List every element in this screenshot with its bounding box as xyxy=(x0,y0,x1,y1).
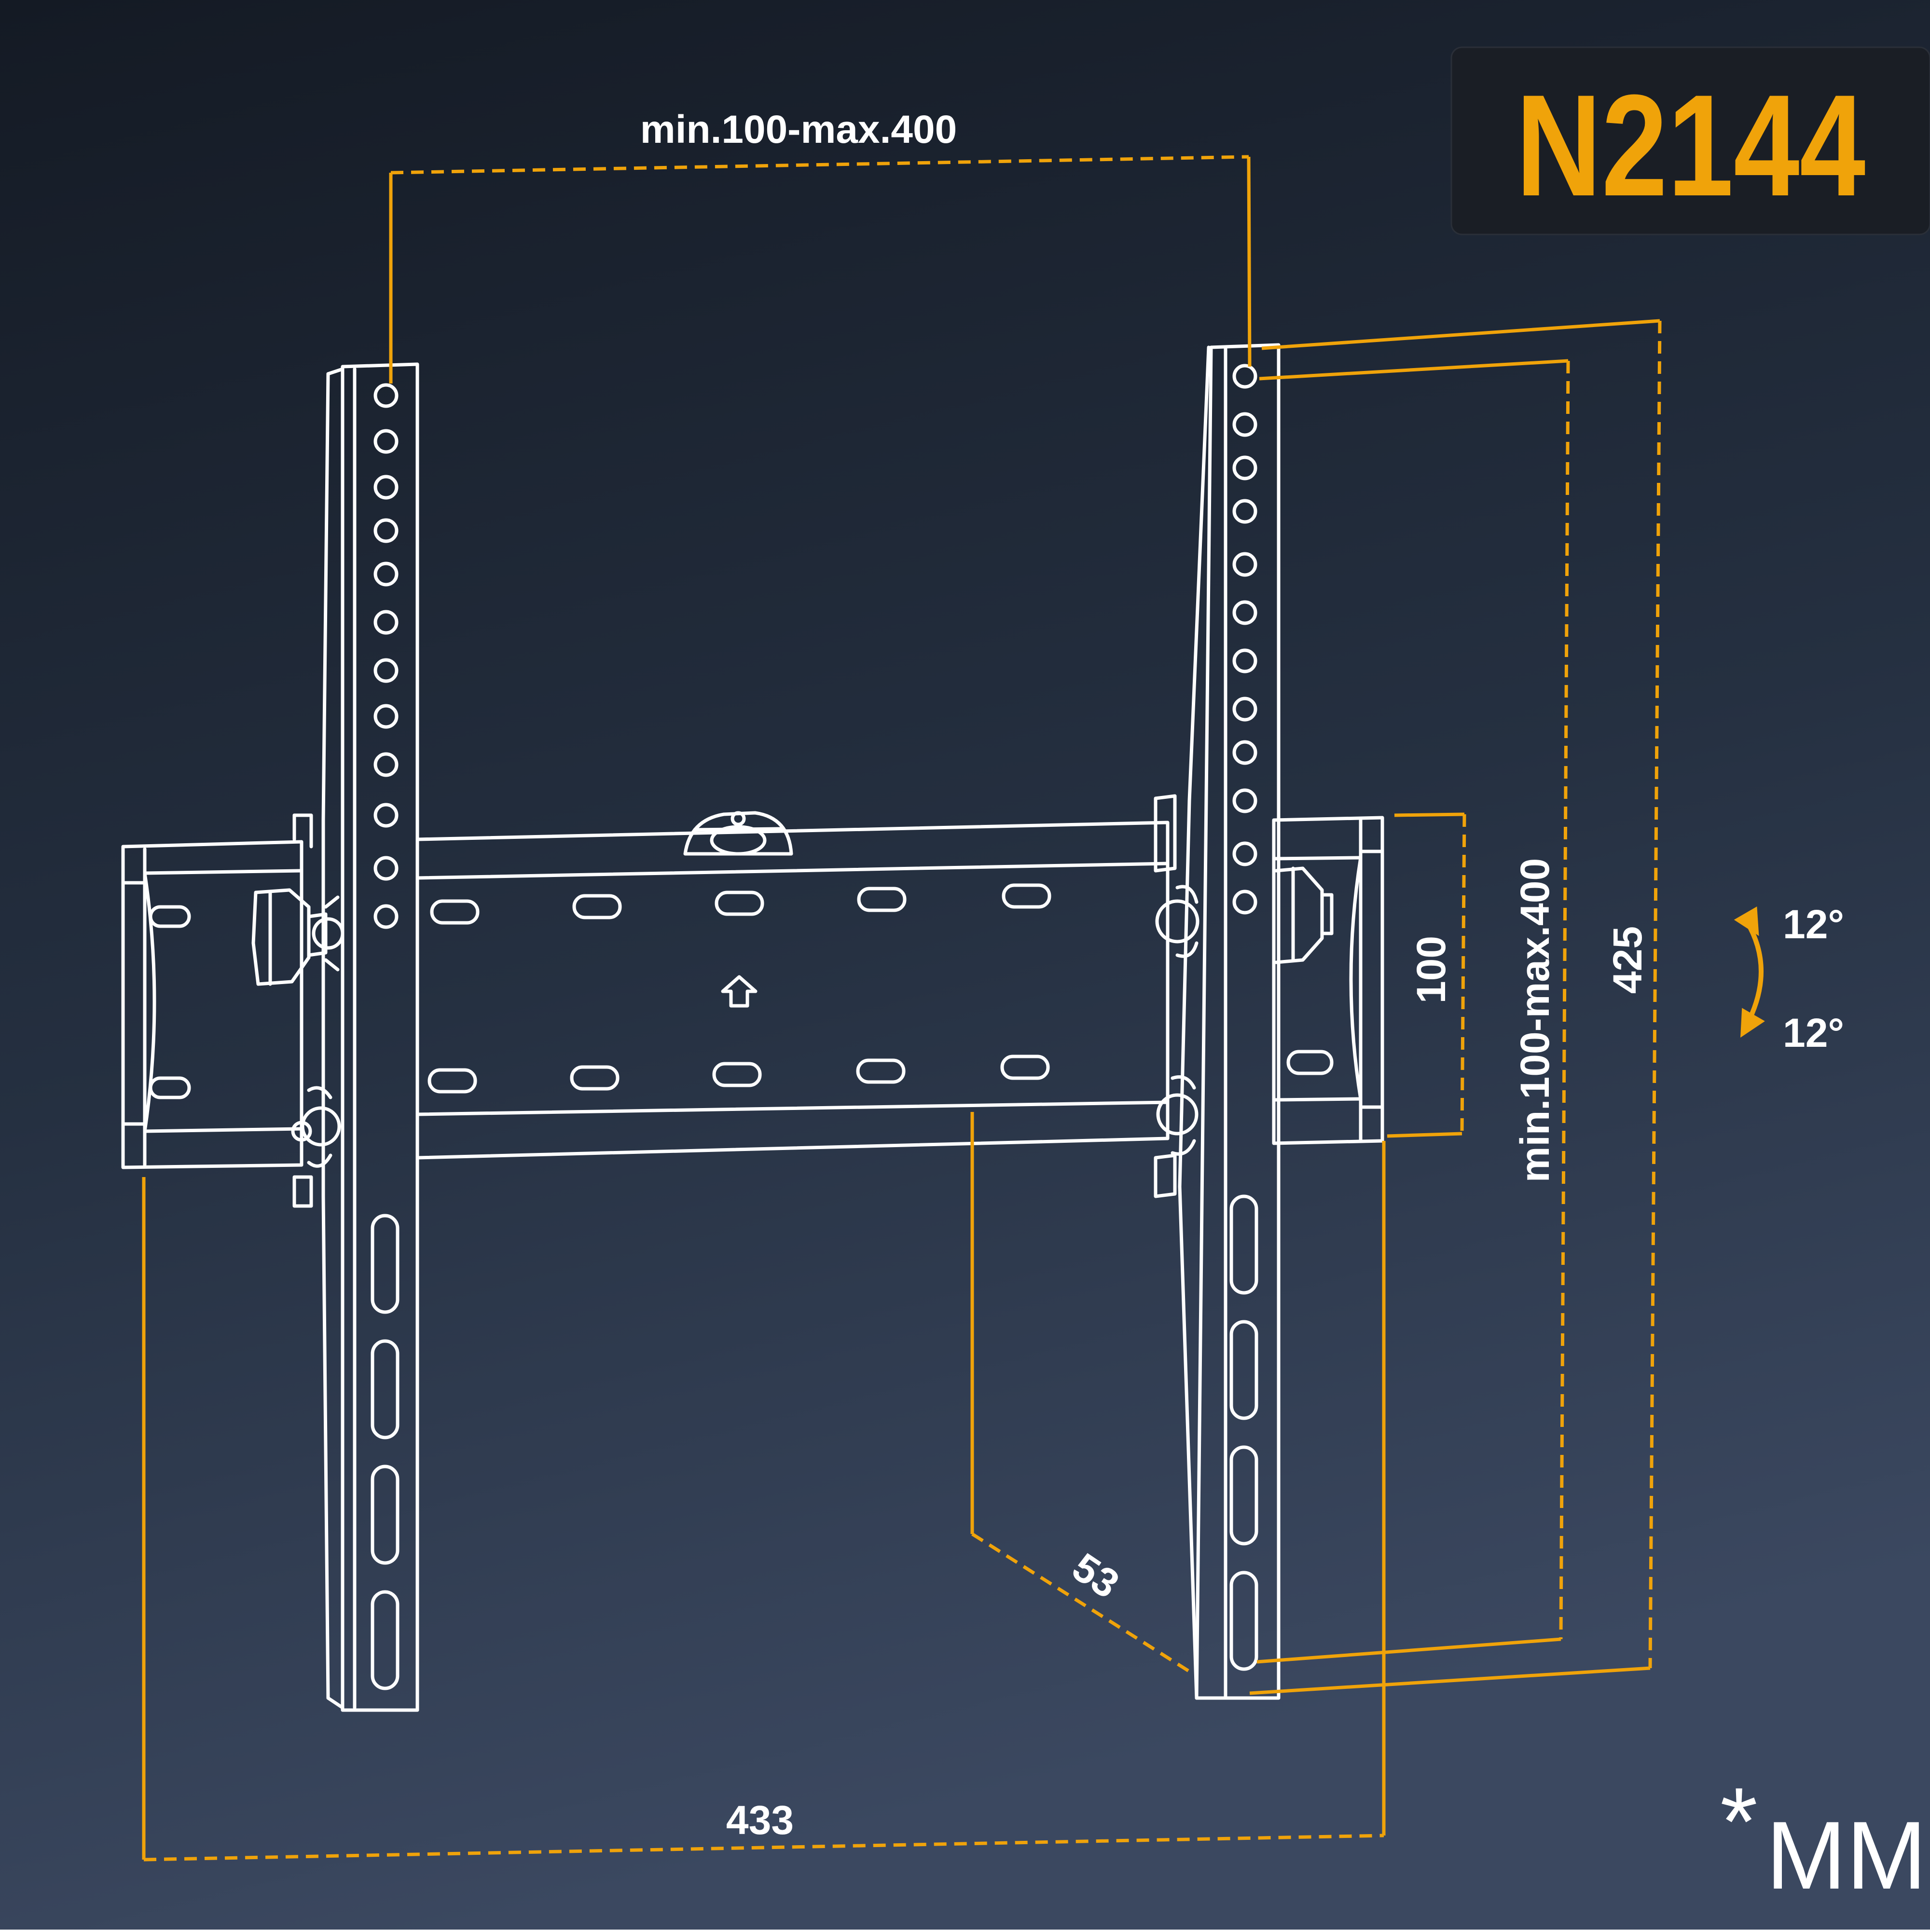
height-label: 425 xyxy=(1605,926,1650,994)
tilt-arc xyxy=(1744,920,1764,1027)
tilt-up-arrow-icon xyxy=(1734,906,1759,936)
rail-slots-bottom xyxy=(427,1055,1050,1094)
spacing-extension-bottom xyxy=(1387,1132,1462,1138)
top-vesa-extension-right xyxy=(1247,156,1252,367)
width-label: 433 xyxy=(726,1797,794,1843)
right-vertical-bracket xyxy=(1154,343,1281,1700)
unit-prefix: * xyxy=(1720,1768,1758,1876)
spacing-extension-top xyxy=(1394,812,1465,817)
unit-label: * MM xyxy=(1720,1768,1927,1909)
lock-handle xyxy=(683,811,793,856)
model-code: N2144 xyxy=(1516,65,1866,227)
left-tilt-knob xyxy=(251,888,345,986)
depth-dimension-line xyxy=(971,1533,1193,1674)
width-dimension-line xyxy=(143,1834,1384,1862)
right-upper-knob xyxy=(1155,866,1334,964)
height-extension-top xyxy=(1261,319,1660,350)
dimension-labels: min.100-max.400 min.100-max.400 425 100 … xyxy=(640,108,1844,1843)
height-extension-bottom xyxy=(1249,1666,1651,1695)
unit-text: MM xyxy=(1766,1802,1927,1909)
vesa-height-dimension-line xyxy=(1559,360,1570,1640)
left-wall-plate xyxy=(121,840,303,1169)
right-vesa-label: min.100-max.400 xyxy=(1512,858,1558,1182)
spacing-label: 100 xyxy=(1408,936,1454,1003)
spacing-dimension-line xyxy=(1460,814,1466,1134)
tilt-down-label: 12° xyxy=(1783,1010,1844,1055)
right-lower-bolt xyxy=(1156,1075,1199,1156)
left-lower-bolt xyxy=(291,1086,341,1168)
height-dimension-line xyxy=(1648,320,1662,1669)
dimension-lines xyxy=(142,155,1764,1862)
tilt-down-arrow-icon xyxy=(1740,1008,1765,1038)
model-badge: N2144 xyxy=(1450,46,1930,235)
rail-slots-top xyxy=(430,883,1051,925)
tilt-up-label: 12° xyxy=(1783,902,1844,947)
vesa-height-extension-top xyxy=(1259,359,1569,381)
model-badge-box xyxy=(1450,46,1930,235)
up-arrow-icon xyxy=(721,975,758,1008)
right-wall-plate xyxy=(1272,816,1384,1145)
top-vesa-label: min.100-max.400 xyxy=(640,108,957,151)
vesa-height-extension-bottom xyxy=(1256,1637,1561,1664)
top-vesa-dimension-line xyxy=(390,155,1249,175)
